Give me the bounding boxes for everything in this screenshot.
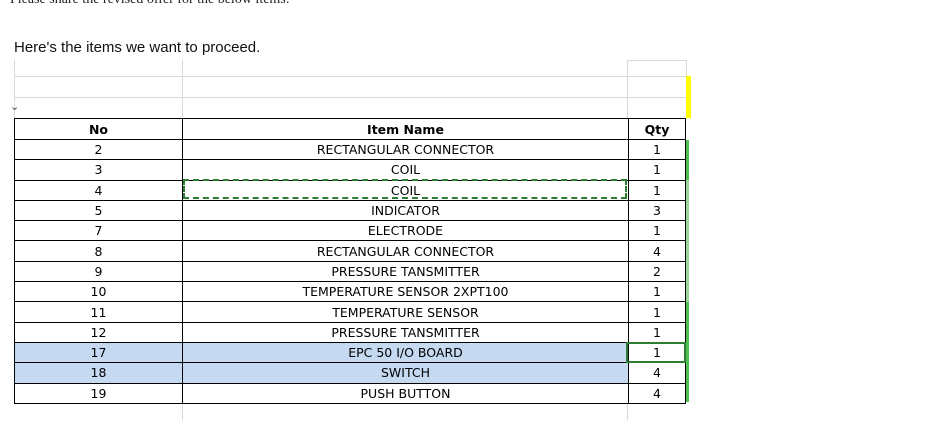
cell-qty[interactable]: 3 — [628, 200, 686, 222]
cell-item-name[interactable]: PRESSURE TANSMITTER — [182, 322, 629, 343]
cell-qty[interactable]: 1 — [628, 180, 686, 201]
gridline — [627, 404, 628, 420]
cell-qty[interactable]: 1 — [628, 301, 686, 323]
cell-item-name[interactable]: PRESSURE TANSMITTER — [182, 261, 629, 283]
cell-qty[interactable]: 1 — [628, 322, 686, 343]
table-header-row: No Item Name Qty — [14, 118, 686, 140]
green-highlight-strip — [686, 180, 689, 302]
cell-item-name[interactable]: PUSH BUTTON — [182, 383, 629, 404]
cell-qty[interactable]: 1 — [628, 159, 686, 181]
gridline — [686, 60, 687, 76]
cell-qty[interactable]: 4 — [628, 383, 686, 404]
cell-qty[interactable]: 1 — [628, 139, 686, 161]
cell-no[interactable]: 10 — [14, 281, 183, 303]
cell-qty[interactable]: 4 — [628, 240, 686, 262]
cell-no[interactable]: 17 — [14, 342, 183, 364]
cell-item-name[interactable]: RECTANGULAR CONNECTOR — [182, 139, 629, 161]
column-header-item-name[interactable]: Item Name — [182, 118, 629, 140]
cell-item-name[interactable]: TEMPERATURE SENSOR — [182, 301, 629, 323]
cell-no[interactable]: 5 — [14, 200, 183, 222]
column-header-qty[interactable]: Qty — [628, 118, 686, 140]
cell-no[interactable]: 12 — [14, 322, 183, 343]
cell-item-name[interactable]: COIL — [182, 180, 629, 201]
cell-no[interactable]: 2 — [14, 139, 183, 161]
cell-no[interactable]: 8 — [14, 240, 183, 262]
cell-no[interactable]: 4 — [14, 180, 183, 201]
cell-qty[interactable]: 1 — [628, 281, 686, 303]
cell-no[interactable]: 9 — [14, 261, 183, 283]
yellow-highlight-cell — [686, 76, 691, 118]
cell-item-name[interactable]: ELECTRODE — [182, 220, 629, 242]
gridline — [627, 60, 687, 61]
column-header-no[interactable]: No — [14, 118, 183, 140]
cell-item-name[interactable]: SWITCH — [182, 362, 629, 384]
cell-item-name[interactable]: EPC 50 I/O BOARD — [182, 342, 629, 364]
cell-qty[interactable]: 1 — [628, 220, 686, 242]
chevron-down-icon[interactable]: ⌄ — [10, 101, 20, 113]
gridline — [182, 404, 183, 420]
cell-item-name[interactable]: COIL — [182, 159, 629, 181]
cell-item-name[interactable]: RECTANGULAR CONNECTOR — [182, 240, 629, 262]
cell-item-name[interactable]: TEMPERATURE SENSOR 2XPT100 — [182, 281, 629, 303]
cell-qty[interactable]: 4 — [628, 362, 686, 384]
cell-no[interactable]: 18 — [14, 362, 183, 384]
cell-no[interactable]: 3 — [14, 159, 183, 181]
cell-item-name[interactable]: INDICATOR — [182, 200, 629, 222]
email-intro-text: Here's the items we want to proceed. — [14, 39, 261, 56]
email-top-line: Please share the revised offer for the b… — [10, 0, 290, 8]
gridline — [14, 76, 686, 77]
green-highlight-strip — [686, 302, 689, 402]
gridline — [182, 60, 183, 118]
cell-no[interactable]: 11 — [14, 301, 183, 323]
cell-no[interactable]: 19 — [14, 383, 183, 404]
cell-qty[interactable]: 1 — [628, 342, 686, 364]
gridline — [14, 60, 15, 118]
cell-qty[interactable]: 2 — [628, 261, 686, 283]
cell-no[interactable]: 7 — [14, 220, 183, 242]
gridline — [627, 60, 628, 118]
green-highlight-strip — [686, 140, 689, 180]
gridline — [14, 97, 686, 98]
